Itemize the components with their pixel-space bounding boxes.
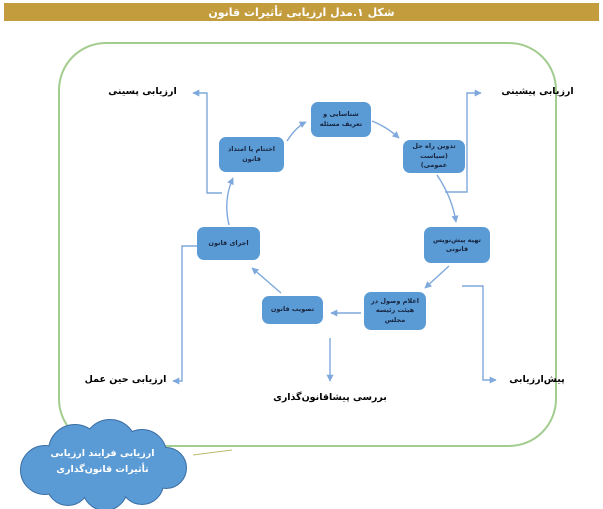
arrow-identify-to-solution	[371, 120, 400, 139]
cloud-label-line2: تأثیرات قانون‌گذاری	[56, 464, 149, 476]
connector-pre-eval	[462, 285, 497, 384]
cloud-label: ارزیابی فرایند ارزیابی تأثیرات قانون‌گذا…	[30, 446, 175, 478]
arrow-ratify-to-implement	[251, 267, 282, 294]
label-prelegislation-review: بررسی پیشاقانون‌گذاری	[273, 392, 387, 403]
node-implement-law: اجرای قانون	[197, 227, 260, 260]
node-announce-receipt: اعلام وصول در هیئت رئیسه مجلس	[364, 292, 426, 330]
label-pre-evaluation: پیش‌ارزیابی	[509, 374, 565, 385]
label-ex-ante-evaluation: ارزیابی پیشینی	[501, 86, 574, 97]
cloud-label-line1: ارزیابی فرایند ارزیابی	[50, 448, 155, 459]
connector-ongoing	[172, 245, 197, 385]
figure-title-bar: شکل ۱.مدل ارزیابی تأثیرات قانون	[4, 3, 599, 21]
connector-ex-post	[192, 89, 222, 194]
cloud-callout-line	[192, 449, 233, 456]
label-ongoing-evaluation: ارزیابی حین عمل	[84, 374, 167, 385]
figure-title: شکل ۱.مدل ارزیابی تأثیرات قانون	[208, 5, 395, 19]
node-prepare-draft: تهیه پیش‌نویس قانونی	[424, 227, 490, 263]
arrow-draft-to-receipt	[424, 265, 450, 289]
label-ex-post-evaluation: ارزیابی پسینی	[108, 86, 177, 97]
node-ratify-law: تصویب قانون	[262, 296, 323, 324]
connector-ex-ante	[445, 89, 482, 193]
arrow-terminate-to-identify	[286, 121, 307, 142]
node-formulate-solution: تدوین راه حل (سیاست عمومی)	[403, 140, 465, 173]
node-identify-problem: شناسایی و تعریف مسئله	[311, 102, 371, 137]
node-terminate-extend: اختتام یا امتداد قانون	[219, 137, 284, 172]
arrow-solution-to-draft	[436, 174, 459, 223]
arrow-implement-to-terminate	[226, 177, 234, 226]
